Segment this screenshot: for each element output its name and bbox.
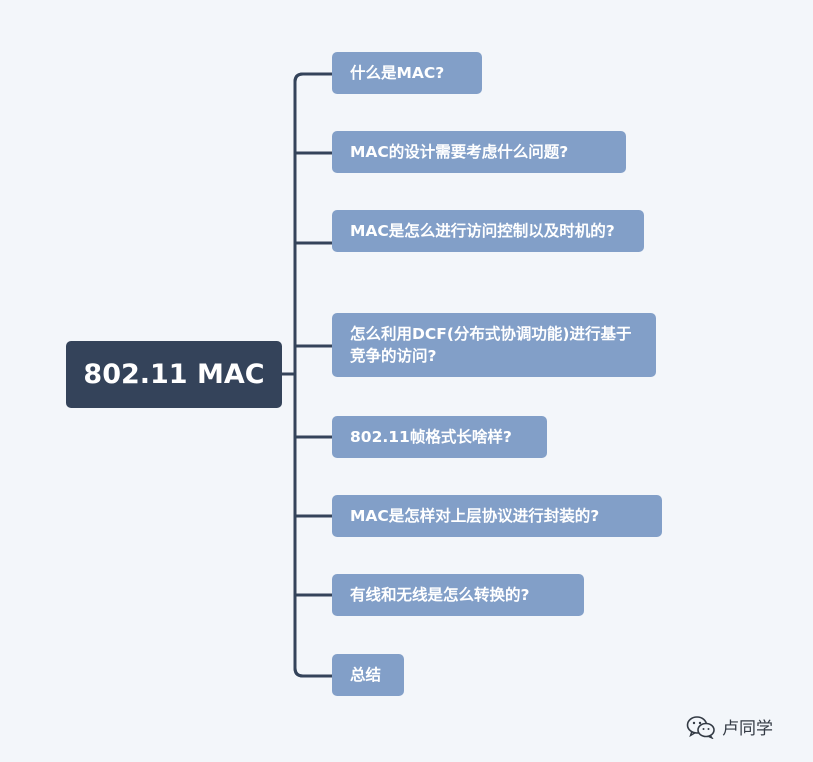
branch-connector bbox=[293, 72, 332, 83]
branch-topic: 什么是MAC? bbox=[332, 52, 482, 94]
branch-topic: 有线和无线是怎么转换的? bbox=[332, 574, 584, 616]
spine-line bbox=[293, 72, 306, 678]
branch-topic: MAC的设计需要考虑什么问题? bbox=[332, 131, 626, 173]
branch-connector bbox=[293, 667, 332, 678]
branch-topic: MAC是怎么进行访问控制以及时机的? bbox=[332, 210, 644, 252]
wechat-icon bbox=[686, 715, 715, 739]
branch-topic: 怎么利用DCF(分布式协调功能)进行基于竞争的访问? bbox=[332, 313, 656, 377]
branch-topic: 802.11帧格式长啥样? bbox=[332, 416, 547, 458]
branch-topic: 总结 bbox=[332, 654, 404, 696]
branch-topic: MAC是怎样对上层协议进行封装的? bbox=[332, 495, 662, 537]
watermark: 卢同学 bbox=[686, 714, 773, 739]
watermark-text: 卢同学 bbox=[722, 719, 773, 739]
root-topic: 802.11 MAC bbox=[66, 341, 282, 408]
